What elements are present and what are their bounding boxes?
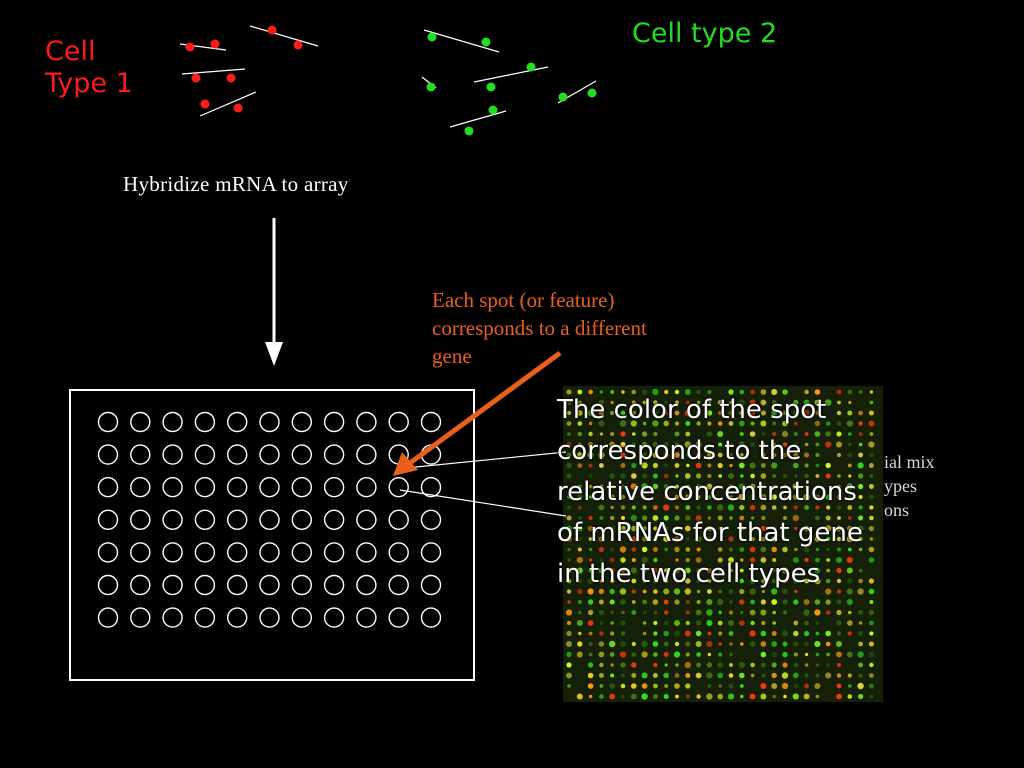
array-spot xyxy=(97,444,119,465)
array-spot xyxy=(162,542,183,563)
array-spot xyxy=(226,574,248,596)
array-spot xyxy=(388,607,409,628)
array-spot xyxy=(162,509,183,531)
array-spot xyxy=(162,476,183,498)
cell-type-1-mrna xyxy=(179,25,319,117)
array-spot xyxy=(194,607,216,628)
array-spot xyxy=(356,607,377,628)
array-spot xyxy=(97,476,119,498)
array-spot xyxy=(97,411,119,433)
array-spot xyxy=(130,444,151,465)
array-spot xyxy=(291,476,313,498)
array-spot xyxy=(291,444,313,465)
array-spot xyxy=(323,509,345,531)
array-spot xyxy=(323,444,345,465)
array-spot xyxy=(323,574,345,596)
cell-type-1-label: Cell Type 1 xyxy=(45,36,133,99)
hybridize-label: Hybridize mRNA to array xyxy=(123,172,349,196)
array-spot xyxy=(97,509,119,531)
spot-annotation: Each spot (or feature) corresponds to a … xyxy=(432,288,647,368)
array-spot xyxy=(323,476,345,498)
array-spot xyxy=(356,574,377,596)
partially-hidden-text: ial mix ypes ons xyxy=(884,452,935,520)
array-spot xyxy=(226,411,248,433)
array-spot xyxy=(162,607,183,628)
array-spot xyxy=(194,542,216,563)
array-spot xyxy=(420,411,442,433)
array-spot xyxy=(226,444,248,465)
array-spot xyxy=(226,542,248,563)
array-spot xyxy=(420,607,442,628)
array-spot xyxy=(388,444,409,465)
array-spot xyxy=(420,542,442,563)
array-spot xyxy=(323,607,345,628)
array-spot xyxy=(130,542,151,563)
array-spot xyxy=(130,411,151,433)
color-annotation: The color of the spot corresponds to the… xyxy=(557,395,863,589)
array-spot xyxy=(420,444,442,465)
array-spot xyxy=(259,411,280,433)
cell-type-2-dots xyxy=(426,32,597,136)
array-spot xyxy=(259,542,280,563)
array-spot xyxy=(356,411,377,433)
array-spot xyxy=(388,476,409,498)
array-spot xyxy=(291,574,313,596)
array-spot-grid xyxy=(97,411,442,628)
array-spot xyxy=(291,509,313,531)
array-spot xyxy=(194,444,216,465)
array-spot xyxy=(323,411,345,433)
array-spot xyxy=(259,574,280,596)
array-spot xyxy=(388,542,409,563)
array-spot xyxy=(194,411,216,433)
array-spot xyxy=(259,509,280,531)
array-spot xyxy=(356,542,377,563)
array-spot xyxy=(388,509,409,531)
array-spot xyxy=(97,574,119,596)
array-spot xyxy=(162,411,183,433)
array-spot xyxy=(226,476,248,498)
array-spot xyxy=(420,574,442,596)
array-spot xyxy=(388,411,409,433)
cell-type-1-dots xyxy=(185,25,303,113)
array-diagram xyxy=(69,389,475,681)
hybridize-arrow xyxy=(265,218,283,366)
array-spot xyxy=(356,476,377,498)
array-spot xyxy=(291,607,313,628)
array-spot xyxy=(130,574,151,596)
array-spot xyxy=(259,444,280,465)
array-spot xyxy=(130,607,151,628)
array-spot xyxy=(259,476,280,498)
array-spot xyxy=(388,574,409,596)
array-spot xyxy=(194,509,216,531)
array-spot xyxy=(130,509,151,531)
array-spot xyxy=(226,607,248,628)
array-spot xyxy=(194,476,216,498)
mrna-molecules xyxy=(179,25,597,136)
microarray-image xyxy=(563,386,883,702)
array-spot xyxy=(130,476,151,498)
array-spot xyxy=(291,411,313,433)
array-spot xyxy=(162,574,183,596)
array-spot xyxy=(356,509,377,531)
array-spot xyxy=(291,542,313,563)
array-spot xyxy=(356,444,377,465)
array-spot xyxy=(226,509,248,531)
array-spot xyxy=(259,607,280,628)
array-spot xyxy=(194,574,216,596)
array-spot xyxy=(420,509,442,531)
array-spot xyxy=(97,607,119,628)
cell-type-2-mrna xyxy=(421,29,597,128)
array-spot xyxy=(323,542,345,563)
array-spot xyxy=(97,542,119,563)
array-spot xyxy=(420,476,442,498)
array-spot xyxy=(162,444,183,465)
cell-type-2-label: Cell type 2 xyxy=(632,18,778,49)
